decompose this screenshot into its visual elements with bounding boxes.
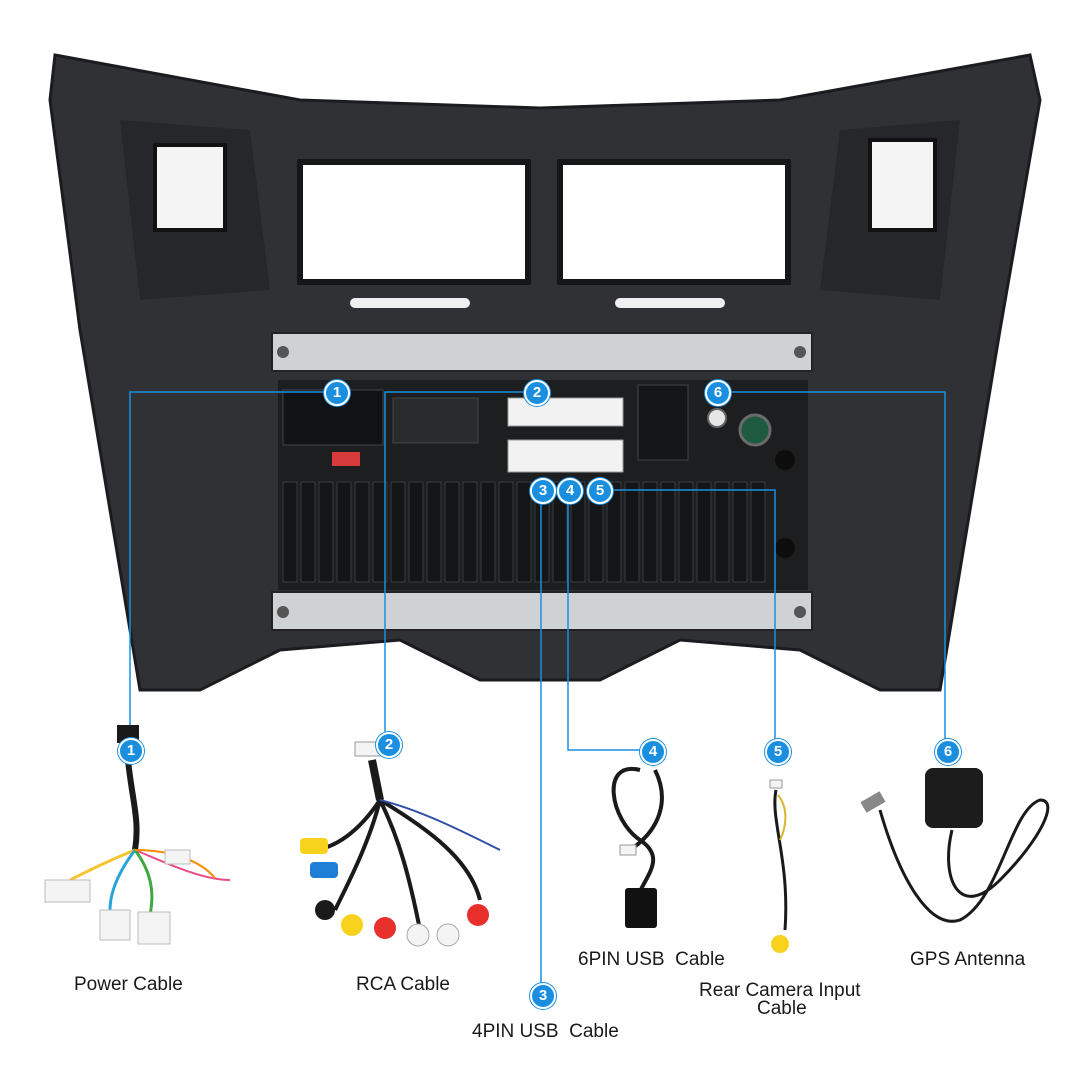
power-cable-image — [44, 725, 231, 945]
left-window — [297, 159, 531, 285]
heatsink-fin — [390, 481, 406, 583]
heatsink-fin — [480, 481, 496, 583]
fuse — [332, 452, 360, 466]
caption-rear-camera-line2: Cable — [757, 998, 807, 1019]
marker-4: 4 — [557, 478, 583, 504]
heatsink-fin — [732, 481, 748, 583]
heatsink-fin — [642, 481, 658, 583]
heatsink-fin — [282, 481, 298, 583]
marker-4-bottom: 4 — [640, 739, 666, 765]
leader-line-6 — [716, 391, 946, 748]
marker-5: 5 — [587, 478, 613, 504]
camera-cable-image — [769, 779, 789, 953]
marker-5-bottom: 5 — [765, 739, 791, 765]
leader-lines — [129, 391, 946, 990]
marker-1-bottom: 1 — [118, 738, 144, 764]
heatsink-fin — [750, 481, 766, 583]
marker-3: 3 — [530, 478, 556, 504]
marker-6-bottom: 6 — [935, 739, 961, 765]
heatsink-fin — [696, 481, 712, 583]
rca-socket-top — [507, 397, 624, 427]
leader-line-5 — [598, 489, 776, 748]
heatsink-fin — [498, 481, 514, 583]
heatsink-fin — [300, 481, 316, 583]
heatsink-fin — [606, 481, 622, 583]
leader-line-4 — [567, 490, 650, 751]
caption-gps-antenna: GPS Antenna — [910, 949, 1026, 970]
heatsink-fin — [678, 481, 694, 583]
left-vent-cutout — [153, 143, 227, 232]
caption-rear-camera-line1: Rear Camera Input — [699, 980, 861, 1001]
heatsink-fin — [426, 481, 442, 583]
heatsink-fins — [282, 481, 766, 583]
rca-socket-bottom — [507, 439, 624, 473]
heatsink-fin — [660, 481, 676, 583]
marker-2: 2 — [524, 380, 550, 406]
heatsink-fin — [354, 481, 370, 583]
caption-4pin-usb-cable: 4PIN USB Cable — [472, 1021, 619, 1042]
heatsink-fin — [624, 481, 640, 583]
marker-2-bottom: 2 — [376, 732, 402, 758]
right-vent-cutout — [868, 138, 937, 232]
marker-1: 1 — [324, 380, 350, 406]
heatsink-fin — [318, 481, 334, 583]
caption-rca-cable: RCA Cable — [356, 974, 450, 995]
power-socket — [282, 389, 384, 446]
head-unit — [271, 332, 813, 631]
usb6-cable-image — [611, 766, 664, 928]
right-window — [557, 159, 791, 285]
heatsink-fin — [516, 481, 532, 583]
gps-antenna-image — [860, 768, 1050, 923]
leader-line-1 — [129, 391, 336, 740]
gps-port — [707, 408, 727, 428]
heatsink-fin — [444, 481, 460, 583]
heatsink-fin — [336, 481, 352, 583]
radio-port — [738, 413, 772, 447]
leader-line-2 — [384, 391, 536, 740]
rca-cable-image — [300, 741, 501, 947]
marker-3-bottom: 3 — [530, 983, 556, 1009]
heatsink-fin — [462, 481, 478, 583]
heatsink-fin — [714, 481, 730, 583]
heatsink-fin — [408, 481, 424, 583]
marker-6: 6 — [705, 380, 731, 406]
heatsink-fin — [372, 481, 388, 583]
caption-6pin-usb-cable: 6PIN USB Cable — [578, 949, 725, 970]
caption-power-cable: Power Cable — [74, 974, 183, 995]
